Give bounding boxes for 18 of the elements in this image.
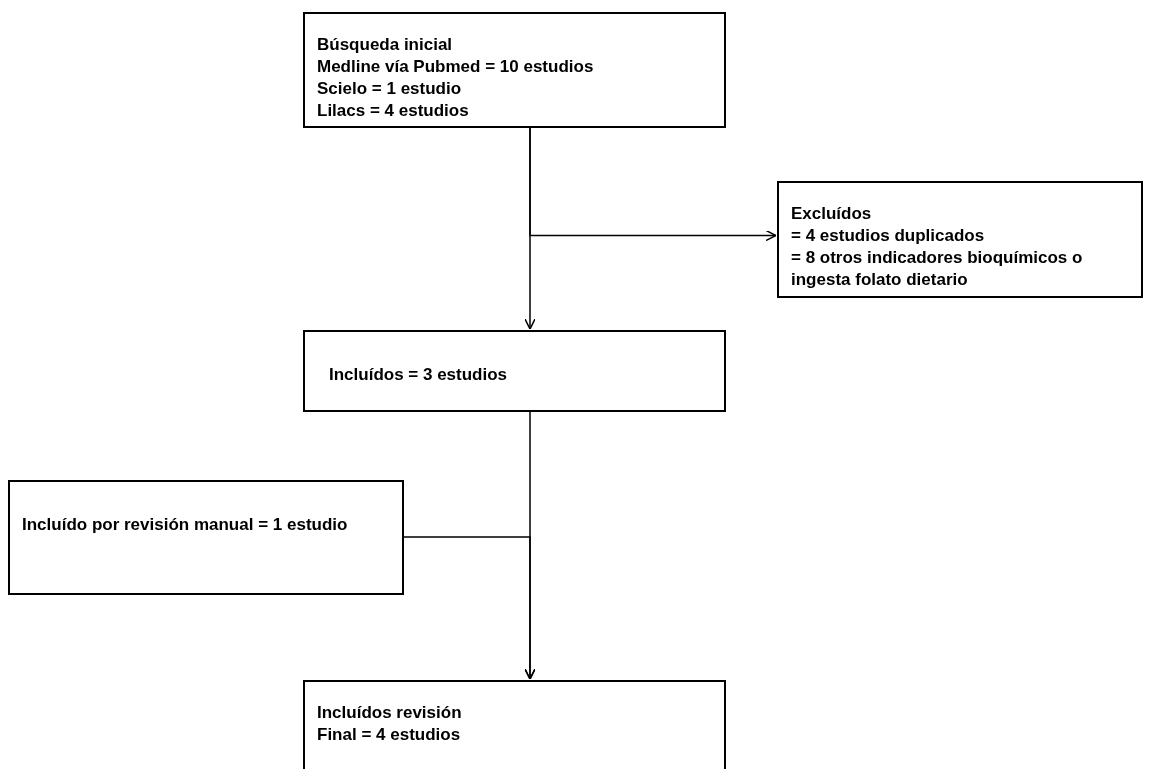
arrow (529, 127, 777, 242)
box-text: Excluídos (791, 203, 873, 225)
box-text: Scielo = 1 estudio (317, 78, 463, 100)
arrow (403, 536, 536, 680)
box-text: Incluído por revisión manual = 1 estudio (22, 514, 349, 536)
process-box (303, 330, 726, 412)
box-text: = 4 estudios duplicados (791, 225, 986, 247)
box-text: Incluídos = 3 estudios (329, 364, 509, 386)
box-text: Búsqueda inicial (317, 34, 454, 56)
box-text: Final = 4 estudios (317, 724, 462, 746)
process-box (777, 181, 1143, 298)
process-box (303, 680, 726, 769)
box-text: Lilacs = 4 estudios (317, 100, 470, 122)
box-text: Incluídos revisión (317, 702, 463, 724)
box-text: Medline vía Pubmed = 10 estudios (317, 56, 595, 78)
process-box (303, 12, 726, 128)
process-box (8, 480, 404, 595)
box-text: = 8 otros indicadores bioquímicos o ingesta folato dietario (791, 247, 1084, 291)
